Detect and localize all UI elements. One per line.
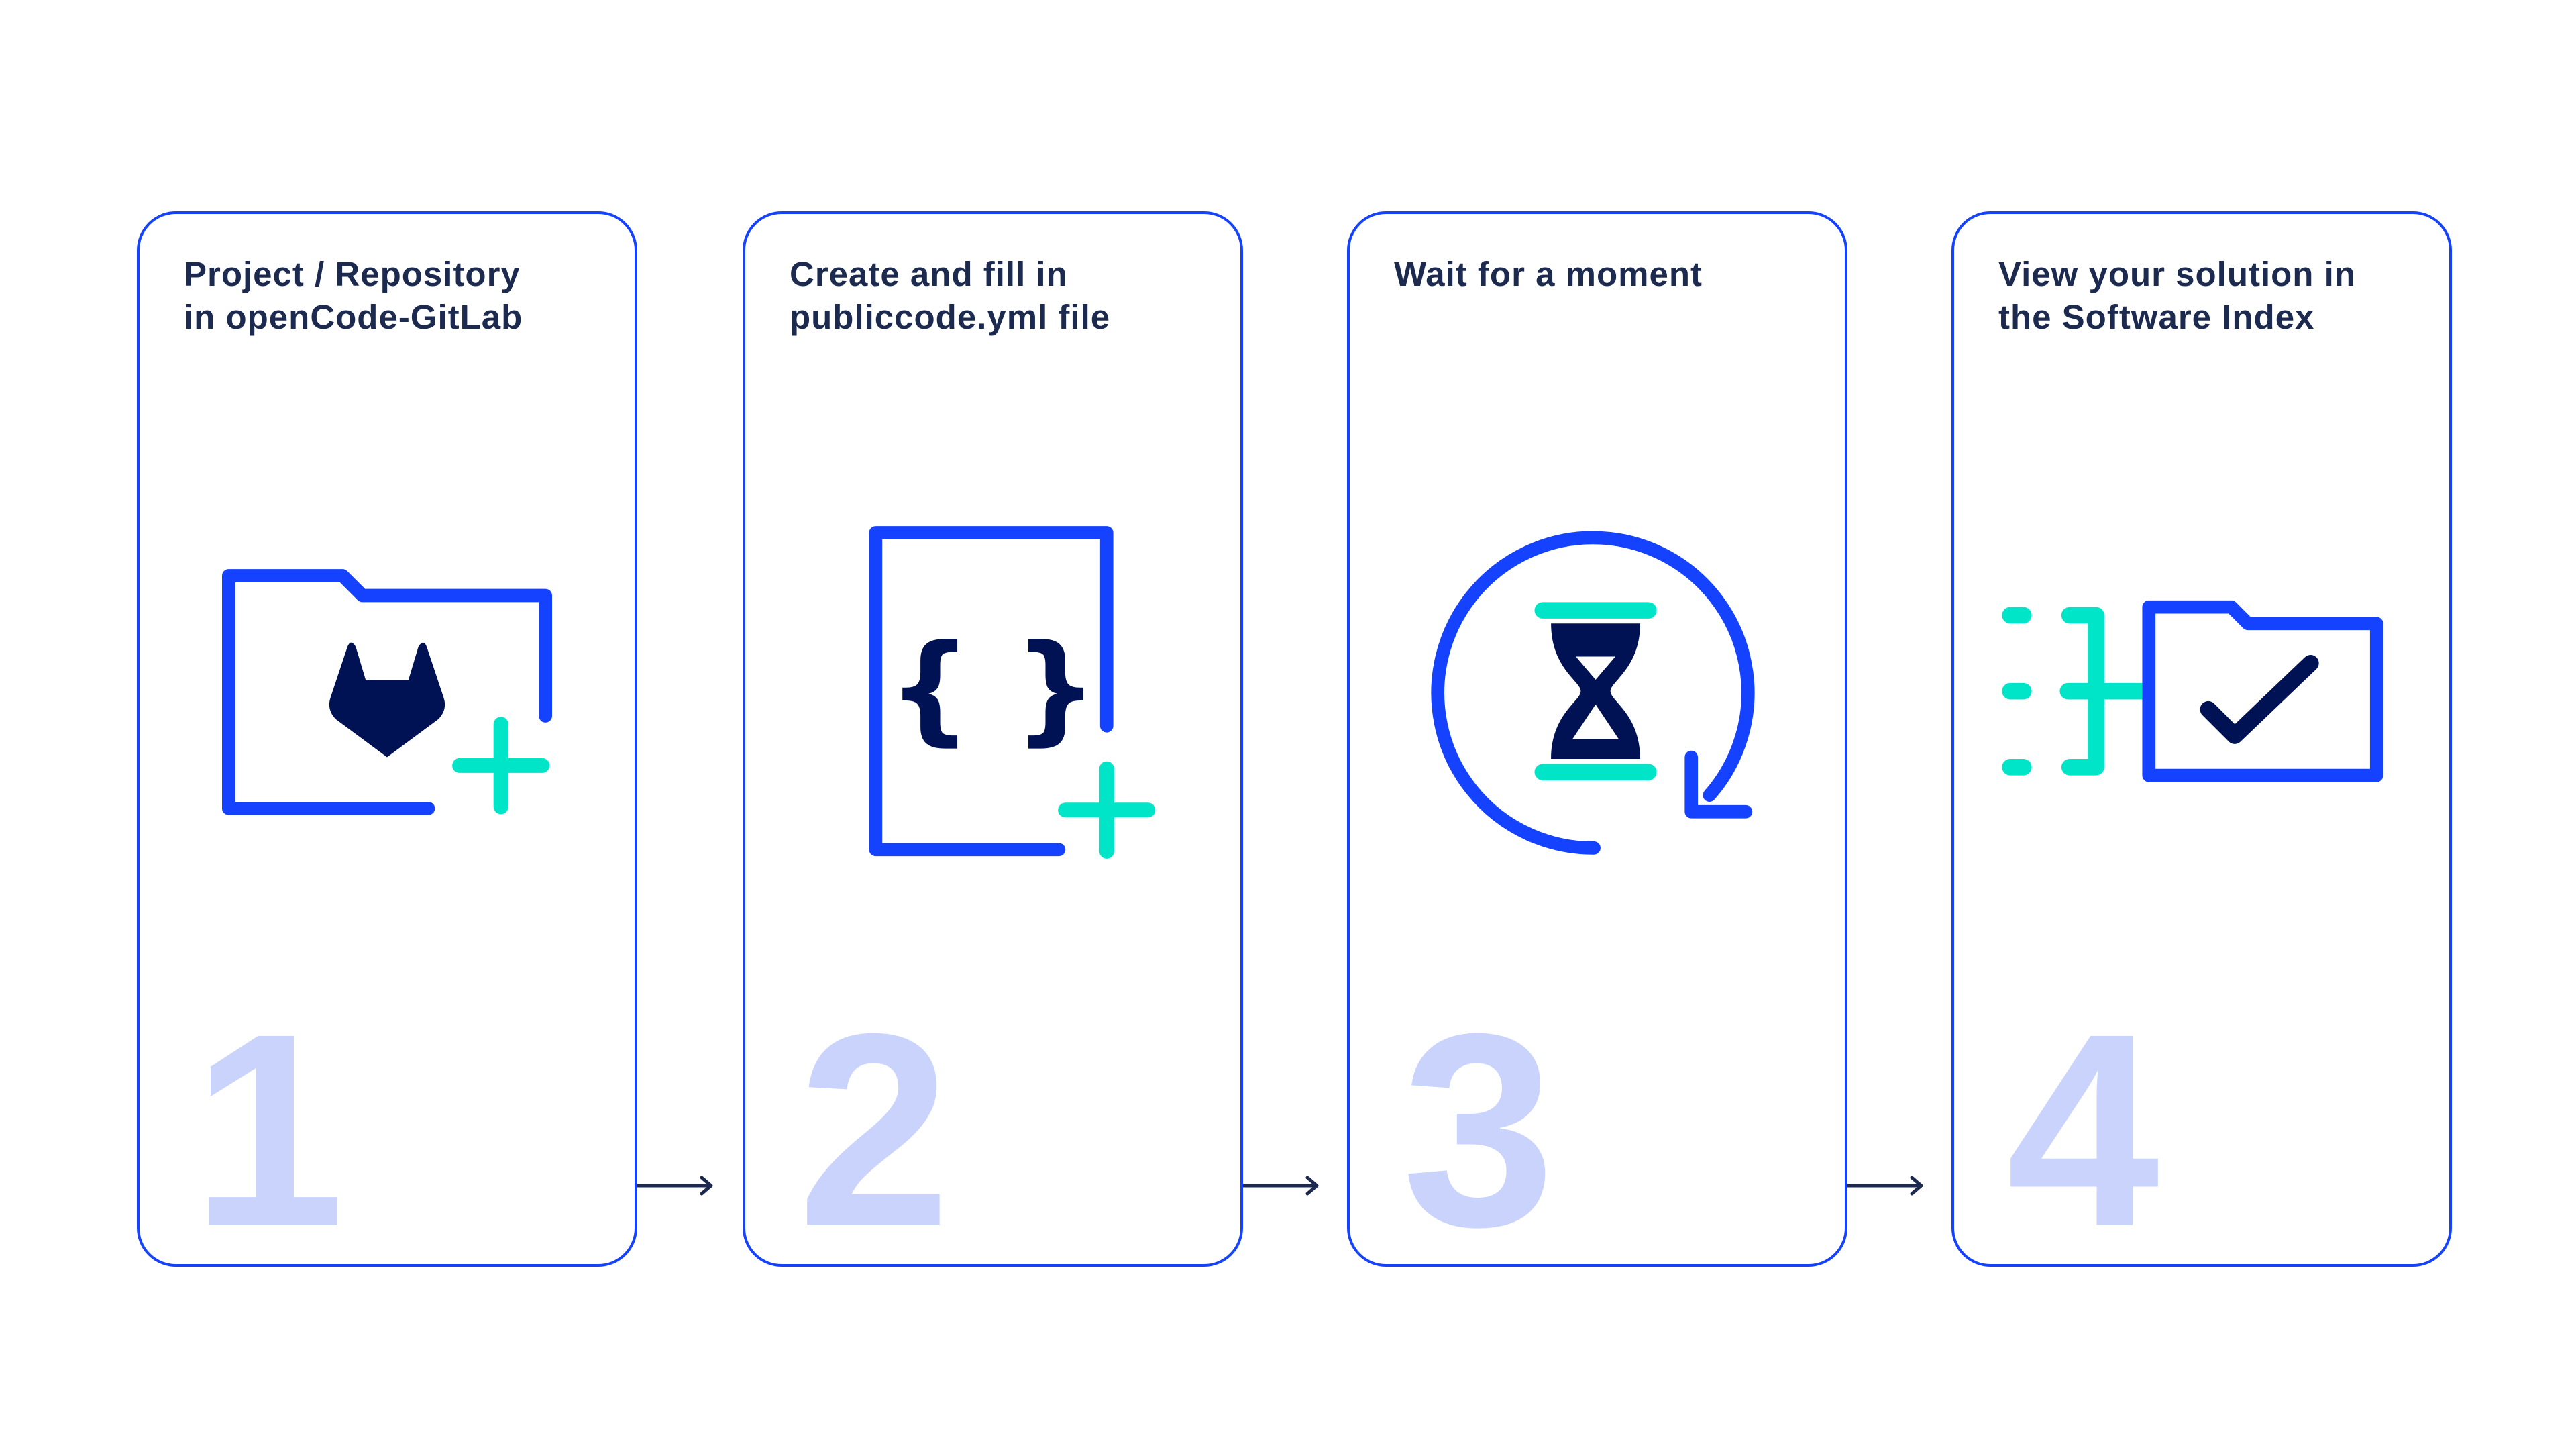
checkmark-icon [2200, 655, 2319, 744]
folder-gitlab-plus-icon [222, 569, 552, 815]
index-folder-check-icon [2002, 600, 2383, 782]
step-number: 2 [798, 976, 951, 1284]
step-card-1: Project / Repository in openCode-GitLab … [137, 211, 637, 1267]
step-title: View your solution in the Software Index [1998, 255, 2356, 336]
braces-icon: { } [888, 619, 1098, 758]
code-file-plus-icon: { } [869, 526, 1156, 859]
arrow-right-icon [637, 1176, 713, 1196]
plus-icon [452, 717, 550, 815]
step-title: Project / Repository in openCode-GitLab [184, 255, 523, 336]
arrow-right-icon [1243, 1176, 1319, 1196]
step-number: 3 [1402, 976, 1556, 1284]
step-card-3: Wait for a moment 3 [1347, 211, 1847, 1267]
plus-icon [1058, 761, 1156, 859]
refresh-arc-icon [1431, 531, 1755, 855]
step-title: Create and fill in publiccode.yml file [790, 255, 1111, 336]
step-card-2: Create and fill in publiccode.yml file {… [743, 211, 1243, 1267]
step-number: 4 [2006, 976, 2160, 1284]
arrow-right-icon [1847, 1176, 1923, 1196]
step-card-4: View your solution in the Software Index… [1951, 211, 2452, 1267]
gitlab-logo-icon [329, 642, 445, 758]
step-title: Wait for a moment [1394, 255, 1703, 293]
hourglass-refresh-icon [1431, 531, 1755, 855]
folder-icon [2142, 600, 2383, 782]
hourglass-icon [1551, 623, 1640, 760]
index-tree-icon [2002, 607, 2157, 776]
step-number: 1 [192, 976, 345, 1284]
